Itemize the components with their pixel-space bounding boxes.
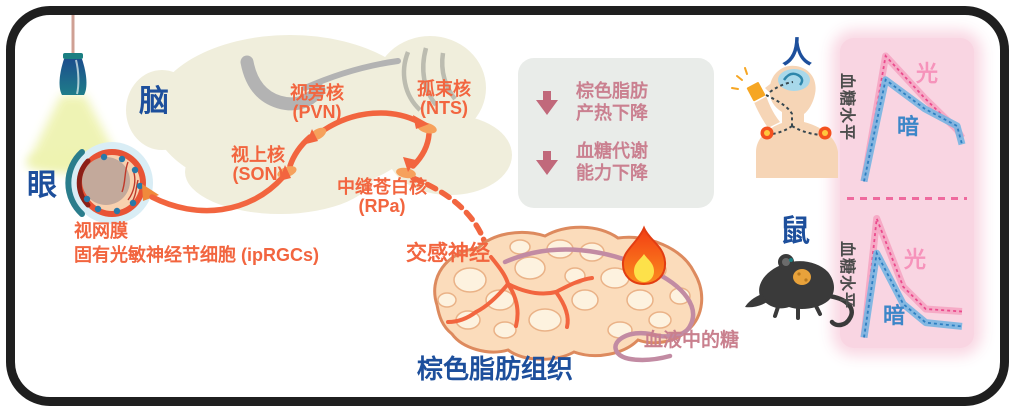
decrease-arrow-icon [536, 90, 558, 115]
pathway-arrowheads [279, 115, 429, 181]
brain-illustration [126, 35, 512, 214]
mouse-glucose-chart [860, 215, 963, 339]
mouse-label: 鼠 [780, 215, 810, 248]
effect-thermogenesis-line1: 棕色脂肪 [576, 80, 648, 101]
human-figure [731, 65, 838, 178]
effect-glucose-line1: 血糖代谢 [576, 141, 648, 162]
brown-fat-label: 棕色脂肪组织 [417, 354, 574, 384]
mouse-chart-y-axis-label: 血糖水平 [838, 241, 855, 310]
flame-icon [621, 225, 667, 286]
retina-label: 视网膜 [74, 221, 128, 241]
glucose-chart-panel [840, 38, 974, 348]
node-label-pvn: 视旁核 (PVN) [290, 83, 344, 122]
node-label-son: 视上核 (SON) [231, 145, 285, 184]
human-label: 人 [782, 37, 812, 70]
effect-row-glucose: 血糖代谢 能力下降 [532, 141, 700, 185]
blood-vessel [502, 247, 696, 363]
mouse-light-series-label: 光 [904, 247, 927, 272]
panel-divider-dashed-line [847, 197, 967, 200]
sympathetic-nerve-label: 交感神经 [406, 242, 490, 265]
brain-label: 脑 [139, 85, 169, 118]
mouse-dark-series-label: 暗 [883, 303, 906, 328]
effect-glucose-line2: 能力下降 [576, 163, 648, 184]
effect-row-thermogenesis: 棕色脂肪 产热下降 [532, 81, 700, 125]
eye-illustration [65, 142, 159, 224]
blood-sugar-label: 血液中的糖 [644, 330, 740, 351]
mouse-figure [745, 254, 854, 328]
effects-summary-box: 棕色脂肪 产热下降 血糖代谢 能力下降 [518, 58, 714, 208]
human-chart-y-axis-label: 血糖水平 [838, 73, 855, 142]
eye-label: 眼 [27, 169, 57, 202]
decrease-arrow-icon [536, 151, 558, 176]
node-label-nts: 孤束核 (NTS) [417, 79, 471, 118]
node-label-rpa: 中缝苍白核 (RPa) [337, 177, 427, 216]
iprgc-label: 固有光敏神经节细胞 (ipRGCs) [74, 245, 319, 265]
human-glucose-chart [860, 52, 966, 183]
sympathetic-nerve-branches [446, 255, 594, 329]
human-light-series-label: 光 [916, 61, 939, 86]
effect-thermogenesis-line2: 产热下降 [576, 102, 648, 123]
human-dark-series-label: 暗 [897, 114, 920, 139]
